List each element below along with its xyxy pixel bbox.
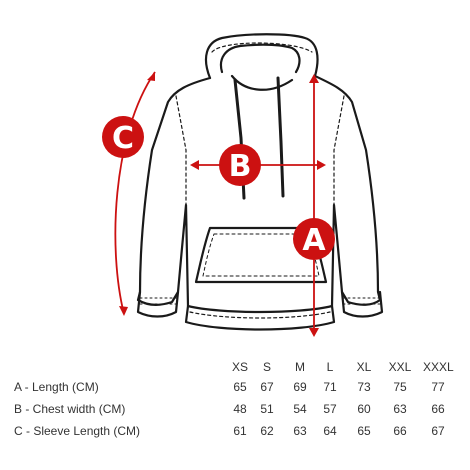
waistband [184, 304, 336, 331]
arrow-c-head-top [147, 72, 155, 81]
table-cell: 69 [293, 380, 307, 394]
table-cell: 61 [233, 424, 247, 438]
size-header-s: S [262, 360, 271, 374]
table-cell: 67 [260, 380, 274, 394]
table-cell: 73 [357, 380, 371, 394]
table-cell: 57 [323, 402, 337, 416]
table-cell: 67 [431, 424, 445, 438]
hoodie-body [136, 74, 382, 314]
shoulder-seam-right [333, 95, 345, 206]
measurement-arrows [114, 71, 326, 337]
table-cell: 62 [260, 424, 274, 438]
table-cell: 66 [431, 402, 445, 416]
cuff-right [340, 290, 384, 318]
table-cell: 66 [393, 424, 407, 438]
badge-b: B [219, 144, 261, 186]
badge-c-letter: C [112, 121, 134, 156]
size-header-xxxl: XXXL [423, 360, 454, 374]
badge-a-letter: A [302, 223, 326, 258]
table-cell: 64 [323, 424, 337, 438]
row-label-sleeve-length: C - Sleeve Length (CM) [14, 424, 141, 438]
size-header-xl: XL [356, 360, 372, 374]
table-cell: 48 [233, 402, 247, 416]
arrow-a-head-top [309, 74, 319, 83]
cuff-left-ribs [139, 297, 178, 305]
table-cell: 63 [393, 402, 407, 416]
size-header-m: M [295, 360, 305, 374]
hood-outer [204, 33, 319, 80]
size-header-xxl: XXL [388, 360, 412, 374]
table-cell: 51 [260, 402, 274, 416]
size-header-l: L [326, 360, 334, 374]
badge-a: A [293, 218, 335, 260]
table-cell: 60 [357, 402, 371, 416]
table-cell: 75 [393, 380, 407, 394]
hoodie-measurement-diagram: C B A [102, 33, 384, 337]
hoodie-outline [136, 33, 384, 331]
hood-inner [219, 43, 301, 74]
table-cell: 54 [293, 402, 307, 416]
drawstring-right [276, 76, 285, 198]
arrow-b-head-left [190, 160, 199, 170]
hood-opening [230, 74, 294, 91]
cuff-left [136, 290, 180, 318]
shoulder-seam-left [175, 95, 187, 206]
badge-b-letter: B [229, 149, 252, 184]
table-cell: 71 [323, 380, 337, 394]
row-label-chest-width: B - Chest width (CM) [14, 402, 126, 416]
badge-c: C [102, 116, 144, 158]
size-chart-table: XS S M L XL XXL XXXL A - Length (CM) 65 … [0, 355, 470, 455]
row-label-length: A - Length (CM) [14, 380, 99, 394]
hood-stitch [211, 42, 313, 53]
arrow-c-head-bottom [119, 306, 128, 316]
arrow-a-head-bottom [309, 328, 319, 337]
table-cell: 65 [357, 424, 371, 438]
table-cell: 77 [431, 380, 445, 394]
table-cell: 65 [233, 380, 247, 394]
arrow-c-sleeve [114, 71, 156, 315]
arrow-b-head-right [317, 160, 326, 170]
cuff-right-ribs [342, 297, 381, 305]
waistband-stitch [189, 311, 331, 319]
table-cell: 63 [293, 424, 307, 438]
size-header-xs: XS [231, 360, 248, 374]
